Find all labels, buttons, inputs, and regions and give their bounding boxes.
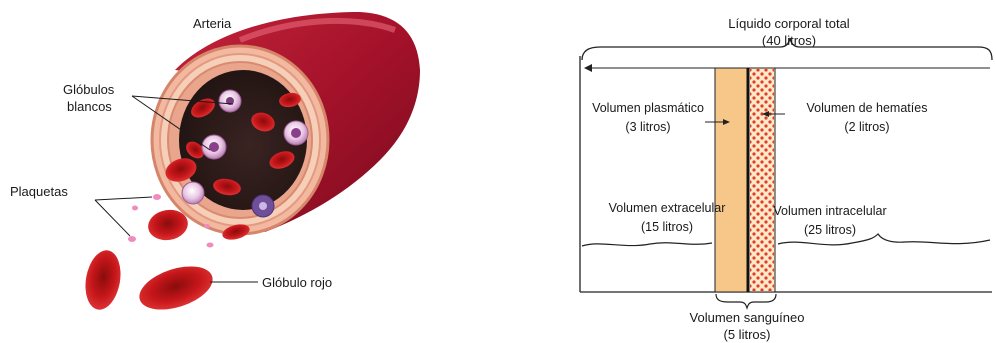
plasma-volume-band [715,68,747,292]
extracellular-label-line1: Volumen extracelular [609,201,726,215]
artery-illustration: Arteria Glóbulos blancos Plaquetas Glóbu… [10,12,420,318]
artery-label: Arteria [193,16,232,31]
intracellular-label-line1: Volumen intracelular [773,204,886,218]
total-fluid-label-line1: Líquido corporal total [728,16,850,31]
blood-volume-label-line1: Volumen sanguíneo [690,310,805,325]
blood-volume-brace [716,294,776,308]
red-cell-volume-label-line2: (2 litros) [844,120,889,134]
platelets-label: Plaquetas [10,184,68,199]
red-cell-volume-label-line1: Volumen de hematíes [807,101,928,115]
white-cells-label-line1: Glóbulos [63,82,115,97]
extracellular-wave [582,243,712,246]
white-cells-label-line2: blancos [67,99,112,114]
blood-volume-label-line2: (5 litros) [724,327,771,342]
platelets-leader-1 [95,197,152,200]
extracellular-label-line2: (15 litros) [641,220,693,234]
total-fluid-label-line2: (40 litros) [762,33,816,48]
platelets-leader-2 [95,200,130,236]
body-fluid-diagram: Líquido corporal total (40 litros) Volum… [580,16,992,342]
intracellular-label-line2: (25 litros) [804,223,856,237]
plasma-volume-label-line2: (3 litros) [625,120,670,134]
plasma-volume-label-line1: Volumen plasmático [592,101,704,115]
red-cell-label: Glóbulo rojo [262,275,332,290]
